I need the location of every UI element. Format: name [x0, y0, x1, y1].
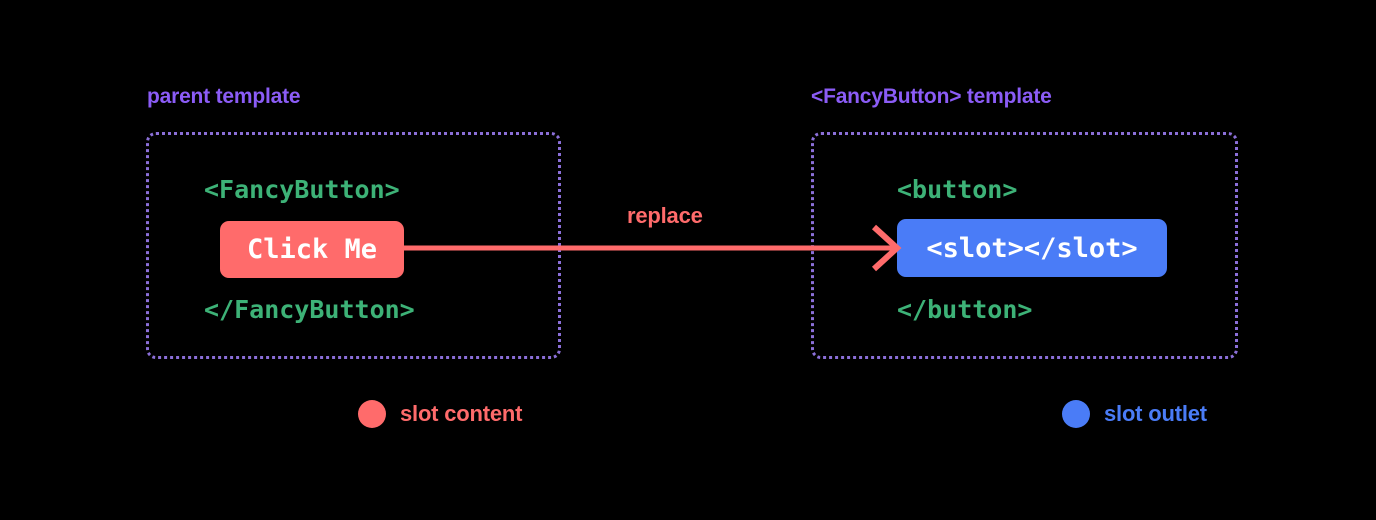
fancybutton-open-tag: <button>: [897, 175, 1018, 204]
slot-content-swatch-icon: [358, 400, 386, 428]
slot-outlet-swatch-icon: [1062, 400, 1090, 428]
parent-template-caption: parent template: [147, 85, 301, 108]
legend-label-slot-content: slot content: [400, 401, 523, 426]
fancybutton-template-caption: <FancyButton> template: [811, 85, 1052, 108]
slot-outlet-chip[interactable]: <slot></slot>: [897, 219, 1167, 277]
legend-label-slot-outlet: slot outlet: [1104, 401, 1207, 426]
replace-label: replace: [627, 203, 703, 228]
legend-item-slot-content: slot content: [358, 400, 522, 428]
fancybutton-close-tag: </button>: [897, 295, 1033, 324]
parent-open-tag: <FancyButton>: [204, 175, 400, 204]
slot-content-chip[interactable]: Click Me: [220, 221, 404, 278]
legend-item-slot-outlet: slot outlet: [1062, 400, 1207, 428]
parent-close-tag: </FancyButton>: [204, 295, 415, 324]
